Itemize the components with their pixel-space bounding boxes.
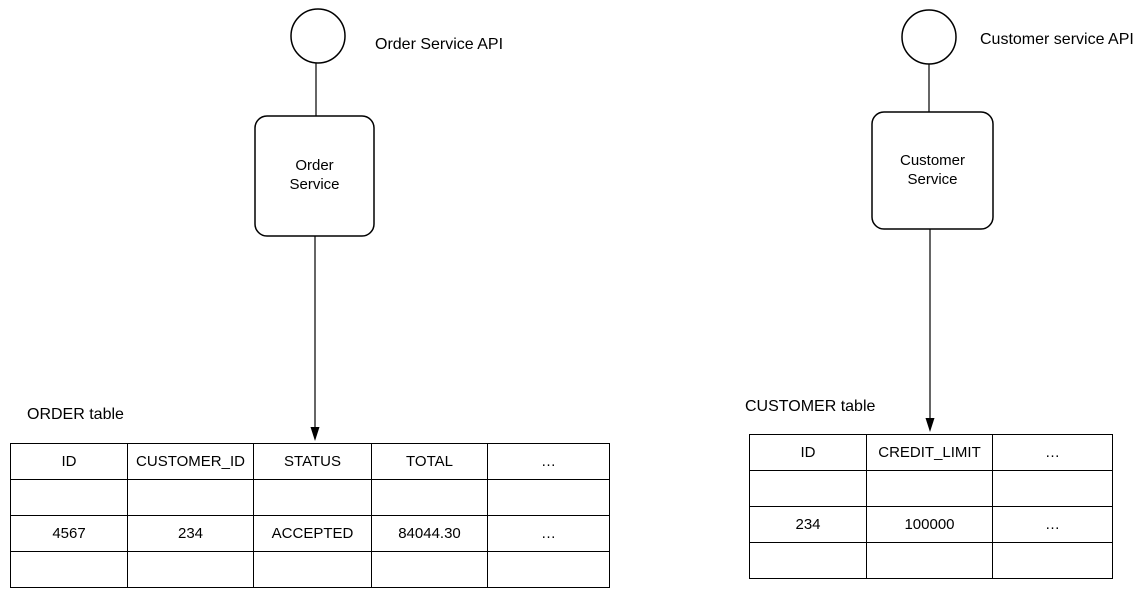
table-cell: 234 [127,515,254,552]
order-api-endpoint-circle [290,8,346,64]
table-cell [253,479,372,516]
column-header: STATUS [253,443,372,480]
customer-api-label: Customer service API [980,31,1134,48]
column-header: ID [749,434,867,471]
table-cell [127,479,254,516]
customer-service-box-label: Customer Service [899,151,966,188]
table-cell [371,551,488,588]
column-header: CREDIT_LIMIT [866,434,993,471]
table-cell [10,479,128,516]
table-cell: ACCEPTED [253,515,372,552]
table-cell [992,470,1113,507]
column-header: … [487,443,610,480]
table-cell [749,470,867,507]
table-cell [371,479,488,516]
table-cell: 234 [749,506,867,543]
order-service-box-label: Order Service [289,157,340,193]
customer-table-title: CUSTOMER table [745,398,876,415]
table-cell [253,551,372,588]
table-cell [10,551,128,588]
customer-service-to-table-arrowhead-icon [925,418,935,432]
table-cell: 4567 [10,515,128,552]
table-cell: … [992,506,1113,543]
table-cell: 100000 [866,506,993,543]
table-cell [866,470,993,507]
column-header: CUSTOMER_ID [127,443,254,480]
column-header: … [992,434,1113,471]
table-cell [866,542,993,579]
order-table-title: ORDER table [27,406,124,423]
table-cell [749,542,867,579]
table-cell [487,479,610,516]
order-service-to-table-arrowhead-icon [310,427,320,441]
column-header: TOTAL [371,443,488,480]
table-cell: … [487,515,610,552]
table-cell: 84044.30 [371,515,488,552]
table-row [749,542,1113,579]
order-api-label: Order Service API [375,36,504,53]
table-row [10,479,610,516]
table-cell [127,551,254,588]
table-row [749,470,1113,507]
customer-api-endpoint-circle [901,9,957,65]
table-cell [487,551,610,588]
table-row [10,551,610,588]
table-cell [992,542,1113,579]
column-header: ID [10,443,128,480]
